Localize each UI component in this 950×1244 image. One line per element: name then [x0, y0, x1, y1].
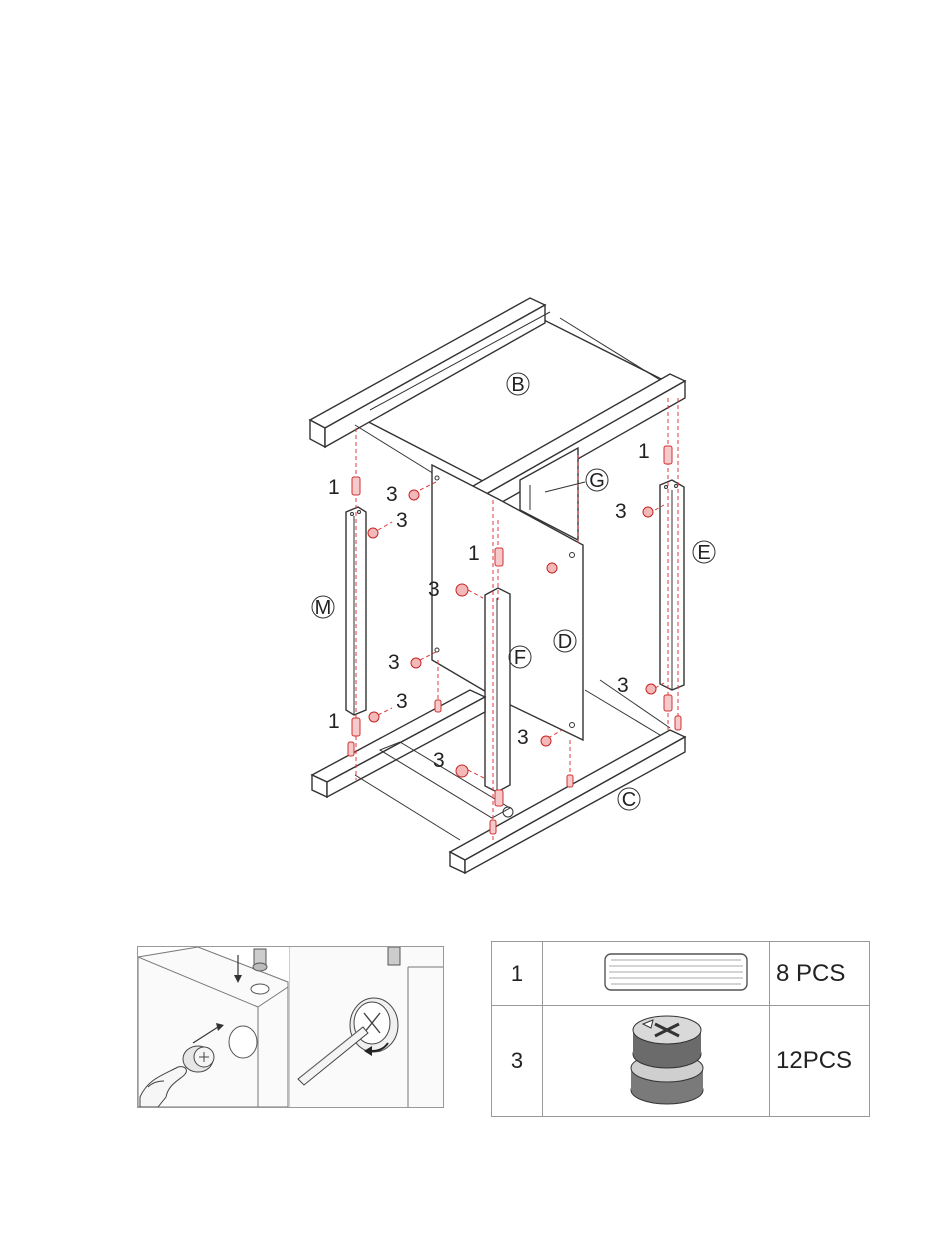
wooden-dowel-icon — [543, 942, 769, 1000]
part-quantity: 12PCS — [770, 1006, 870, 1117]
callout-dowel: 1 — [638, 440, 650, 463]
assembly-diagram: 1 1 1 1 3 3 3 3 3 3 3 3 3 B G E M F D C — [0, 0, 950, 930]
label-front-post: F — [514, 647, 526, 669]
part-quantity: 8 PCS — [770, 942, 870, 1006]
label-base: C — [622, 789, 636, 811]
cam-lock-icon — [543, 1006, 769, 1111]
top-frame — [310, 298, 685, 522]
callout-cam-lock: 3 — [386, 483, 398, 506]
callout-cam-lock: 3 — [388, 651, 400, 674]
callout-cam-lock: 3 — [428, 578, 440, 601]
callout-cam-lock: 3 — [615, 500, 627, 523]
front-post — [485, 588, 510, 792]
callout-cam-lock: 3 — [617, 674, 629, 697]
callout-cam-lock: 3 — [396, 509, 408, 532]
table-row: 1 8 PCS — [492, 942, 870, 1006]
label-top: B — [511, 374, 524, 396]
callout-cam-lock: 3 — [517, 726, 529, 749]
table-row: 3 12PCS — [492, 1006, 870, 1117]
label-right-side: E — [697, 542, 710, 564]
label-left-side: M — [315, 597, 332, 619]
part-image-cell — [543, 942, 770, 1006]
part-number: 1 — [492, 942, 543, 1006]
label-middle-panel: D — [558, 631, 572, 653]
right-side-panel — [660, 480, 684, 690]
callout-cam-lock: 3 — [396, 690, 408, 713]
cam-lock-installation-inset — [137, 946, 444, 1108]
callout-dowel: 1 — [468, 542, 480, 565]
cam-lock-rotation-panel — [290, 947, 443, 1107]
part-number: 3 — [492, 1006, 543, 1117]
part-image-cell — [543, 1006, 770, 1117]
hardware-parts-table: 1 8 PCS 3 — [491, 941, 870, 1117]
callout-dowel: 1 — [328, 476, 340, 499]
callout-dowel: 1 — [328, 710, 340, 733]
callout-cam-lock: 3 — [433, 749, 445, 772]
label-back-panel: G — [589, 470, 605, 492]
